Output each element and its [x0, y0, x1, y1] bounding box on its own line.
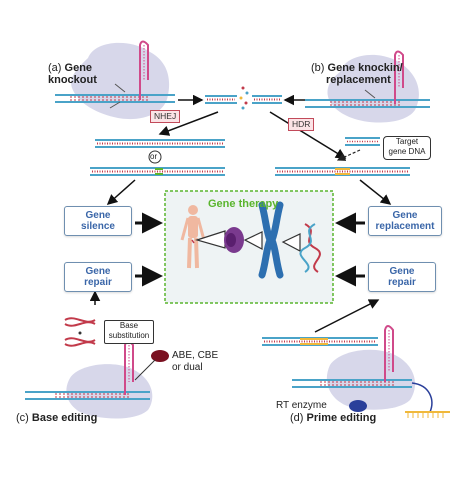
nhej-products — [90, 139, 225, 176]
target-label-line1: Target — [395, 137, 419, 146]
rt-enzyme-label: RT enzyme — [276, 400, 327, 411]
gene-replacement-line1: Gene — [392, 210, 418, 221]
gene-silence-line2: silence — [81, 221, 115, 232]
zoom-triangle-2 — [243, 231, 263, 250]
gene-silence-line1: Gene — [85, 210, 111, 221]
panel-b-title: (b) Gene knockin/ replacement — [311, 62, 403, 86]
prime-edit-product — [262, 337, 378, 346]
panel-a-title-line2: knockout — [48, 74, 97, 86]
panel-b-label: (b) — [311, 62, 325, 74]
gene-repair-right-line1: Gene — [389, 266, 415, 277]
panel-d-title: (d) Prime editing — [290, 412, 376, 424]
editor-types-line2: or dual — [172, 362, 203, 373]
arrow-target-dna — [336, 149, 361, 161]
dna-helix — [299, 223, 321, 273]
gene-repair-right-line2: repair — [388, 277, 416, 288]
cell — [224, 227, 244, 253]
editor-types-line1: ABE, CBE — [172, 350, 219, 361]
arrow-to-replacement — [359, 179, 392, 205]
panel-c-title-text: Base editing — [31, 412, 98, 424]
target-label-line2: gene DNA — [388, 147, 426, 156]
gene-repair-left-line1: Gene — [85, 266, 111, 277]
gene-therapy-title: Gene therapy — [208, 198, 279, 210]
target-dna-callout: Target gene DNA — [383, 136, 431, 160]
base-substitution-line2: substitution — [108, 331, 150, 340]
panel-a-title: (a) Gene knockout — [48, 62, 97, 86]
cut-dna — [205, 86, 282, 110]
panel-d-label: (d) — [290, 412, 304, 424]
cas9-complex-d — [292, 325, 450, 418]
panel-b-title-line2: replacement — [326, 74, 391, 86]
hdr-tag: HDR — [288, 118, 315, 131]
cas9-complex-b — [305, 50, 430, 123]
base-substitution-line1: Base — [119, 321, 139, 330]
deaminase-enzyme — [151, 350, 169, 362]
chromosome — [258, 201, 284, 279]
hdr-product — [275, 167, 410, 176]
arrow-hdr — [269, 111, 347, 159]
gene-repair-left-line2: repair — [84, 277, 112, 288]
cas9-complex-a — [55, 40, 175, 120]
base-substitution-callout: Base substitution — [104, 320, 154, 344]
panel-a-label: (a) — [48, 62, 62, 74]
cas9-complex-c — [25, 340, 169, 419]
arrow-prime-to-repair — [314, 299, 380, 333]
base-edit-helices — [64, 317, 96, 347]
rt-enzyme-shape — [349, 400, 367, 412]
editor-types-label: ABE, CBE or dual — [172, 350, 218, 374]
zoom-triangle-3 — [281, 233, 301, 252]
arrow-nhej — [158, 111, 219, 136]
panel-d-title-text: Prime editing — [306, 412, 377, 424]
panel-c-label: (c) — [16, 412, 29, 424]
or-label: or — [150, 152, 158, 161]
panel-b-title-line1: Gene knockin/ — [327, 62, 403, 74]
nhej-tag: NHEJ — [150, 110, 181, 123]
gene-replacement-line2: replacement — [375, 221, 435, 232]
arrow-to-silence — [106, 179, 136, 205]
panel-c-title: (c) Base editing — [16, 412, 97, 424]
human-figure — [180, 205, 206, 269]
donor-dna — [345, 137, 380, 146]
panel-a-title-line1: Gene — [64, 62, 93, 74]
